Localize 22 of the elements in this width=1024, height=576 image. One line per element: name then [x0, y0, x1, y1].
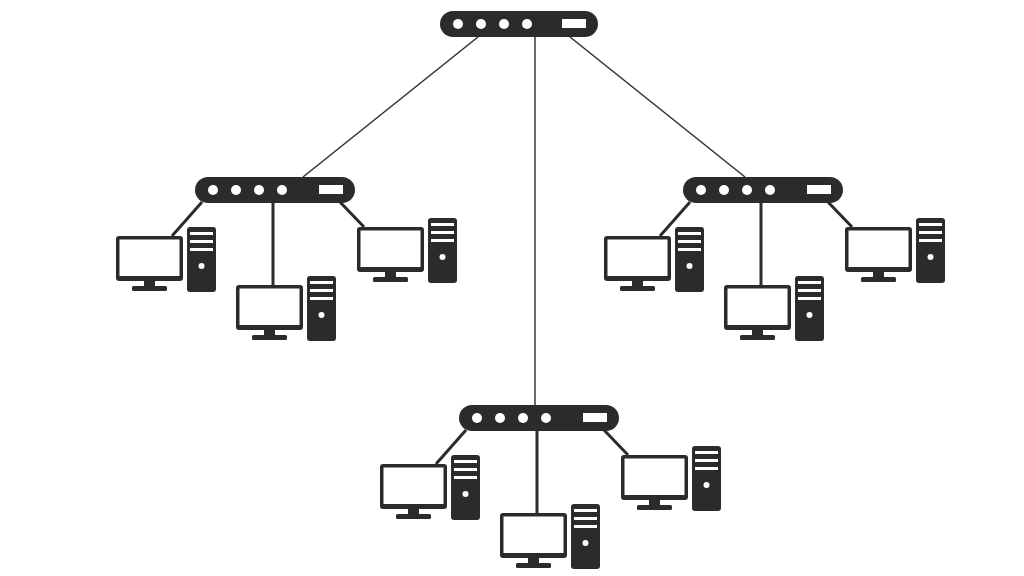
desktop-computer-icon [724, 276, 824, 341]
connection-line [170, 201, 204, 237]
connection-line [759, 203, 763, 285]
network-switch-icon [459, 405, 619, 431]
connection-line [302, 36, 479, 178]
connection-line [658, 201, 692, 237]
desktop-computer-icon [380, 455, 480, 520]
connection-line [534, 36, 536, 406]
desktop-computer-icon [236, 276, 336, 341]
desktop-computer-icon [604, 227, 704, 292]
desktop-computer-icon [621, 446, 721, 511]
desktop-computer-icon [357, 218, 457, 283]
desktop-computer-icon [500, 504, 600, 569]
desktop-computer-icon [116, 227, 216, 292]
network-switch-icon [195, 177, 355, 203]
network-switch-icon [440, 11, 598, 37]
connection-line [535, 431, 539, 513]
network-switch-icon [683, 177, 843, 203]
connection-line [434, 429, 468, 465]
connection-line [569, 36, 746, 178]
connection-line [271, 203, 275, 285]
desktop-computer-icon [845, 218, 945, 283]
